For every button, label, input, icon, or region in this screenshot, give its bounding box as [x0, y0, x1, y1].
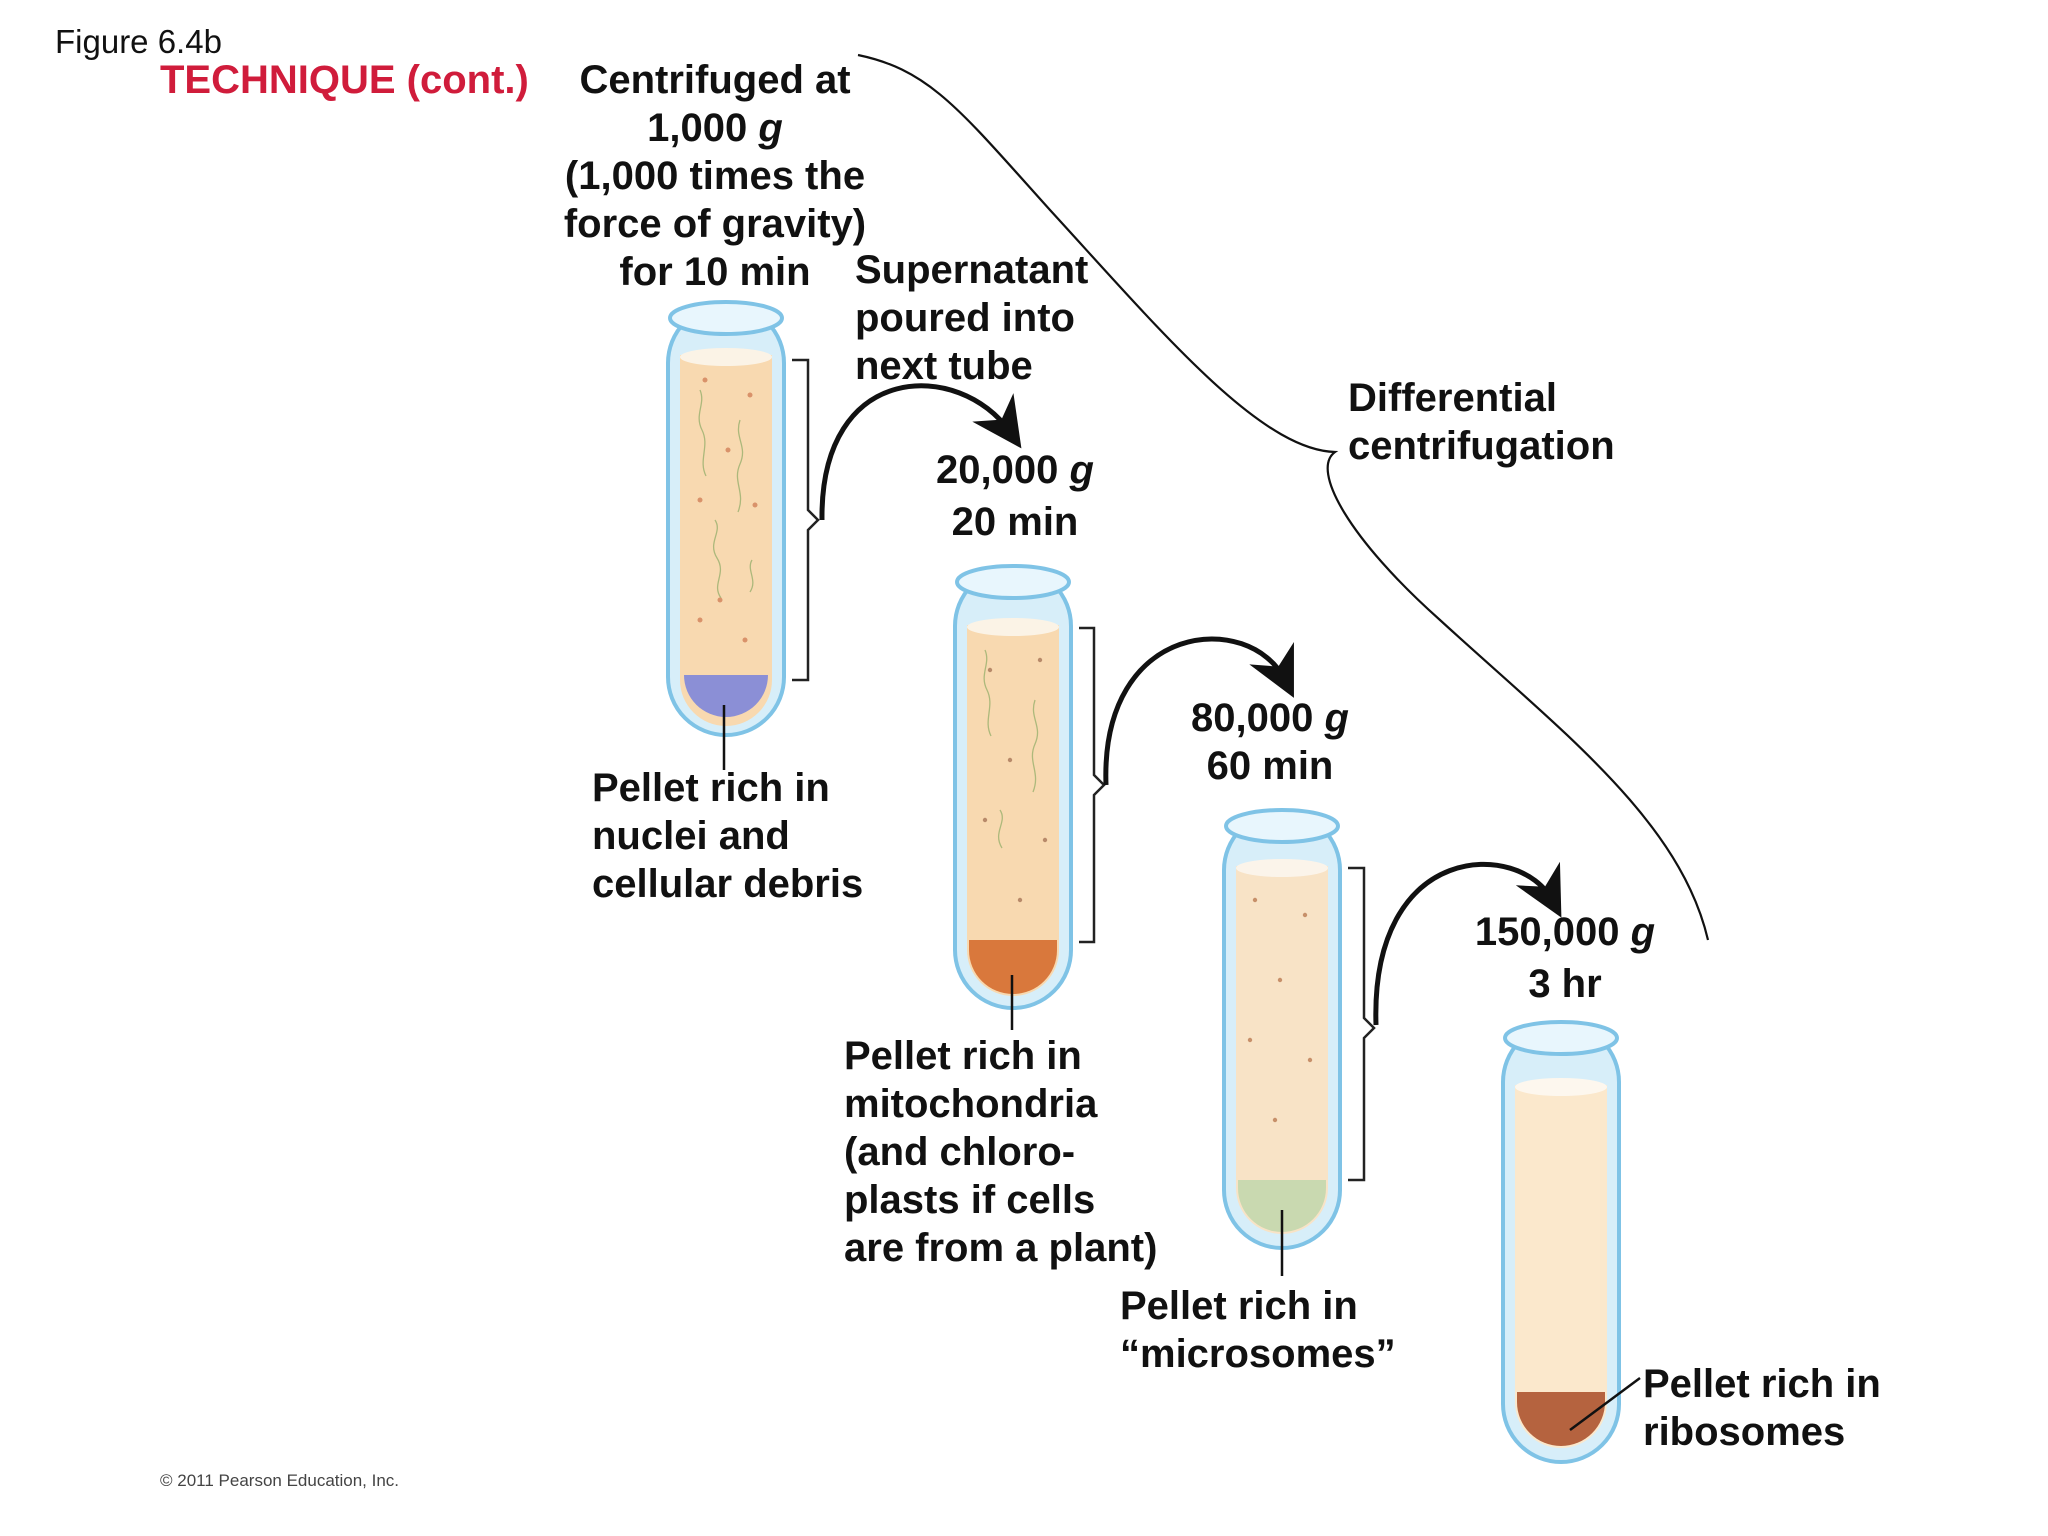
- pellet-2-label: Pellet rich in mitochondria (and chloro-…: [844, 1034, 1158, 1270]
- tube-3-particles: [1247, 897, 1313, 1123]
- transfer-arrow-3: [1373, 861, 1562, 1026]
- pellet-4: [1517, 1392, 1605, 1446]
- step-4-force-label: 150,000 g 3 hr: [1474, 910, 1656, 1006]
- tube-4: [1501, 1020, 1641, 1464]
- step-2-force-label: 20,000 g 20 min: [936, 448, 1094, 544]
- tube-1-bracket: [792, 358, 820, 682]
- tube-3: [1222, 808, 1376, 1276]
- tube-2-bracket: [1079, 626, 1106, 944]
- pellet-1-label: Pellet rich in nuclei and cellular debri…: [592, 766, 864, 906]
- transfer-arrow-1: [819, 383, 1022, 521]
- tube-3-bracket: [1348, 866, 1376, 1182]
- pellet-2: [969, 940, 1057, 994]
- tube-2-particles: [982, 657, 1048, 903]
- differential-centrifugation-label: Differential centrifugation: [1348, 376, 1615, 468]
- step-1-force-label: Centrifuged at 1,000 g (1,000 times the …: [563, 58, 867, 294]
- tube-2: [953, 564, 1106, 1030]
- pellet-1: [684, 675, 768, 717]
- pellet-3: [1238, 1180, 1326, 1232]
- pellet-4-label: Pellet rich in ribosomes: [1643, 1362, 1881, 1454]
- tube-1-debris: [698, 389, 754, 599]
- differential-brace: [857, 53, 1710, 941]
- tube-2-debris: [983, 649, 1039, 849]
- tube-1: [666, 300, 820, 770]
- technique-heading: TECHNIQUE (cont.): [160, 58, 529, 102]
- supernatant-note: Supernatant poured into next tube: [855, 248, 1089, 388]
- transfer-arrow-2: [1103, 636, 1294, 786]
- pellet-3-label: Pellet rich in “microsomes”: [1120, 1284, 1396, 1376]
- copyright-notice: © 2011 Pearson Education, Inc.: [160, 1471, 400, 1490]
- step-3-force-label: 80,000 g 60 min: [1191, 696, 1349, 788]
- tube-4-pellet-leader: [1569, 1376, 1641, 1432]
- tube-1-particles: [697, 377, 758, 643]
- figure-label: Figure 6.4b: [55, 23, 222, 60]
